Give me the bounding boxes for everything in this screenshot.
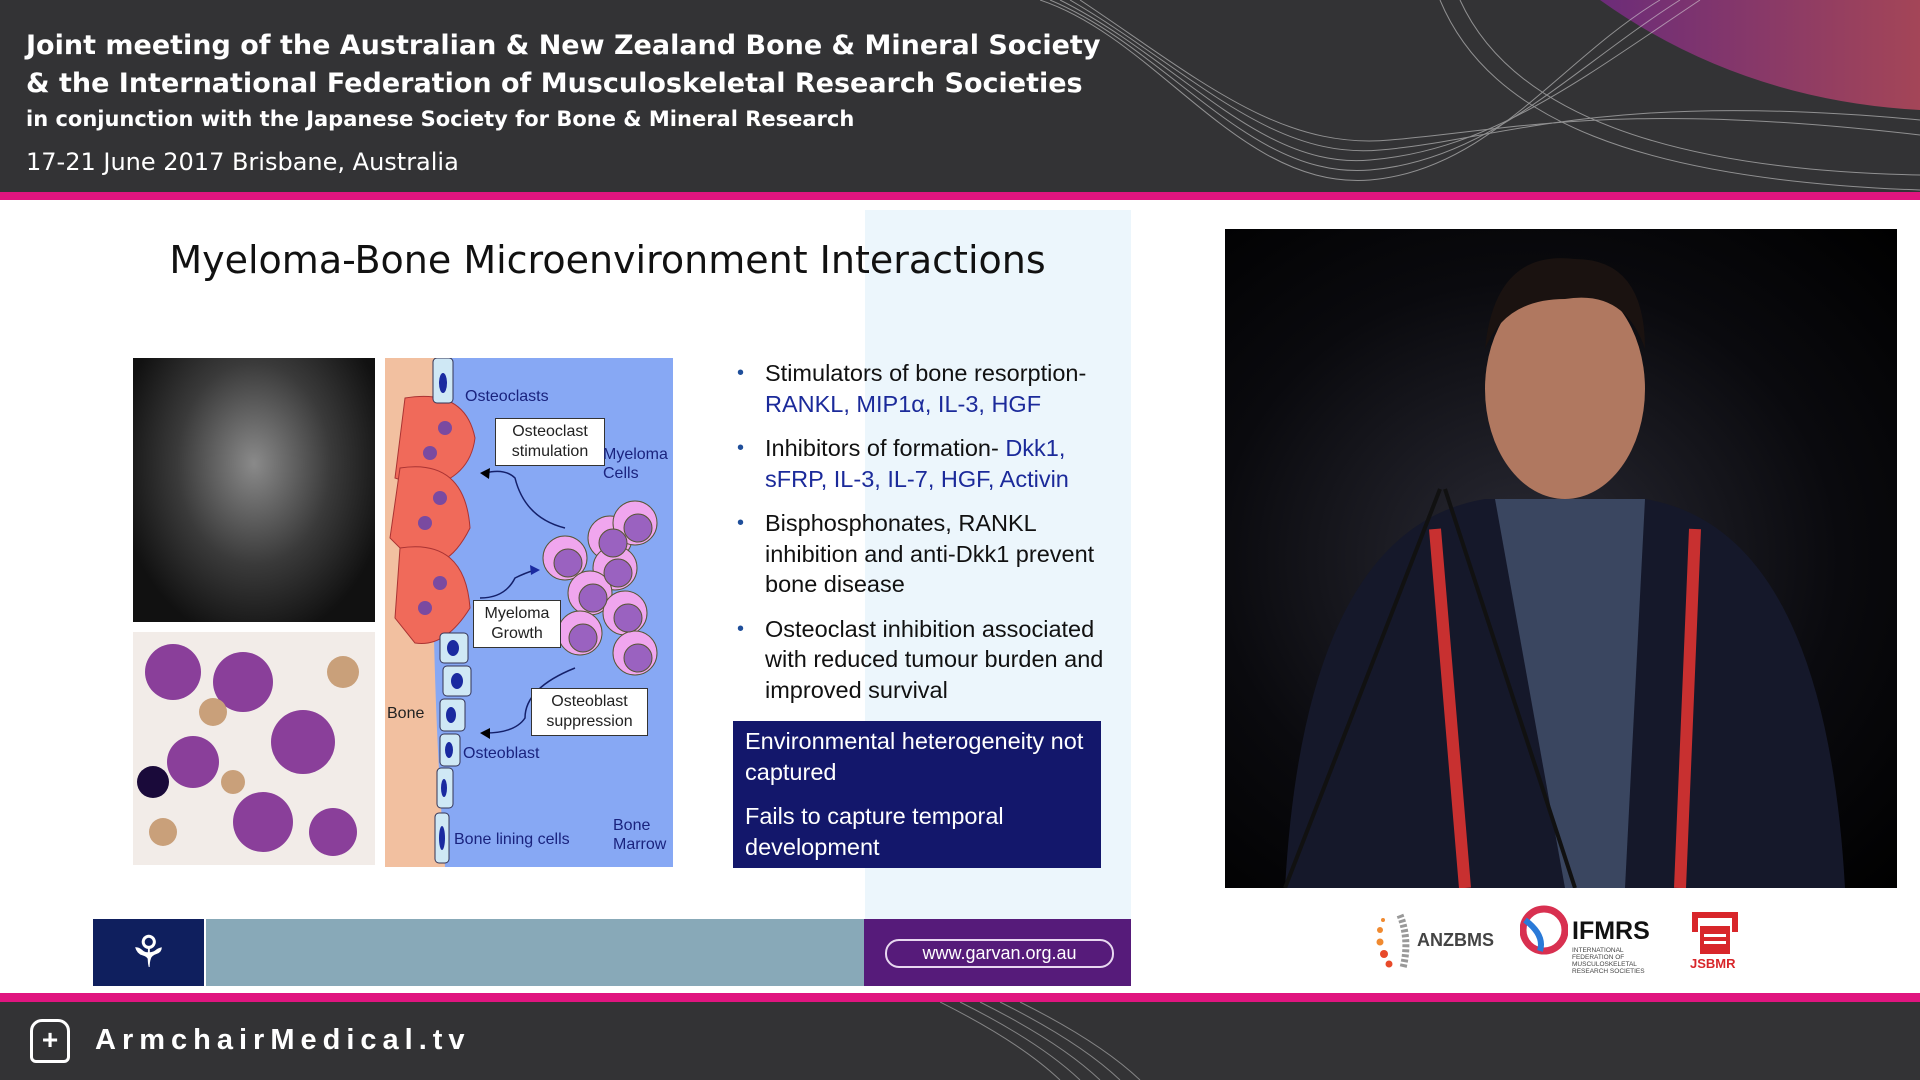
spine-icon — [1376, 913, 1410, 969]
garvan-url-link[interactable]: www.garvan.org.au — [885, 939, 1114, 968]
bullet-item: •Bisphosphonates, RANKL inhibition and a… — [737, 510, 1095, 597]
header-dates: 17-21 June 2017 Brisbane, Australia — [26, 148, 459, 176]
decorative-waves — [1040, 0, 1920, 191]
pink-divider-top — [0, 192, 1920, 200]
limitation-text: Fails to capture temporal development — [745, 803, 1004, 860]
slide-footer-purple: www.garvan.org.au — [864, 919, 1131, 986]
limitation-text: Environmental heterogeneity not captured — [745, 728, 1084, 785]
label-osteoclast-stimulation: Osteoclast stimulation — [495, 418, 605, 466]
bone-microenvironment-diagram: Osteoclasts Osteoclast stimulation Myelo… — [385, 358, 673, 867]
label-osteoblast-suppression: Osteoblast suppression — [531, 688, 648, 736]
label-myeloma-cells: Myeloma Cells — [603, 446, 668, 482]
bullet-list: •Stimulators of bone resorption- RANKL, … — [735, 358, 1115, 719]
label-bone: Bone — [387, 705, 425, 722]
label-osteoclasts: Osteoclasts — [465, 388, 549, 405]
speaker-figure — [1283, 258, 1845, 888]
header-line-3: in conjunction with the Japanese Society… — [26, 107, 855, 131]
bullet-icon: • — [737, 512, 745, 534]
bullet-icon: • — [737, 617, 745, 640]
anzbms-logo: ANZBMS — [1375, 910, 1495, 970]
conference-header: Joint meeting of the Australian & New Ze… — [0, 0, 1920, 192]
ifmrs-logo: IFMRS INTERNATIONAL FEDERATION OF MUSCUL… — [1520, 905, 1660, 975]
jsbmr-mark-icon — [1692, 912, 1738, 954]
label-osteoblast: Osteoblast — [463, 745, 540, 762]
slide-footer-band — [206, 919, 864, 986]
skull-xray-image — [133, 358, 375, 622]
limitations-box: Environmental heterogeneity not captured… — [733, 721, 1101, 868]
garvan-logo-icon: ⚘ — [93, 919, 204, 986]
label-bone-lining-cells: Bone lining cells — [454, 831, 570, 848]
armchair-cross-icon: + — [30, 1019, 70, 1063]
footer-waves — [940, 1002, 1141, 1080]
label-myeloma-growth: Myeloma Growth — [473, 600, 561, 648]
globe-icon — [1520, 905, 1568, 955]
speaker-video[interactable] — [1225, 229, 1897, 888]
jsbmr-logo: JSBMR — [1690, 910, 1740, 972]
header-line-2: & the International Federation of Muscul… — [26, 68, 1083, 99]
slide-title: Myeloma-Bone Microenvironment Interactio… — [169, 238, 1046, 282]
footer-bar: + ArmchairMedical.tv — [0, 1002, 1920, 1080]
blood-smear-image — [133, 632, 375, 865]
bullet-icon: • — [737, 362, 745, 384]
pink-divider-bottom — [0, 993, 1920, 1002]
bullet-icon: • — [737, 437, 745, 459]
label-bone-marrow: Bone Marrow — [613, 817, 667, 853]
header-line-1: Joint meeting of the Australian & New Ze… — [26, 30, 1101, 61]
bullet-item: •Inhibitors of formation- Dkk1, sFRP, IL… — [737, 435, 1069, 492]
bullet-item: •Osteoclast inhibition associated with r… — [737, 615, 1104, 703]
footer-brand: ArmchairMedical.tv — [95, 1024, 471, 1056]
bullet-item: •Stimulators of bone resorption- RANKL, … — [737, 360, 1087, 417]
